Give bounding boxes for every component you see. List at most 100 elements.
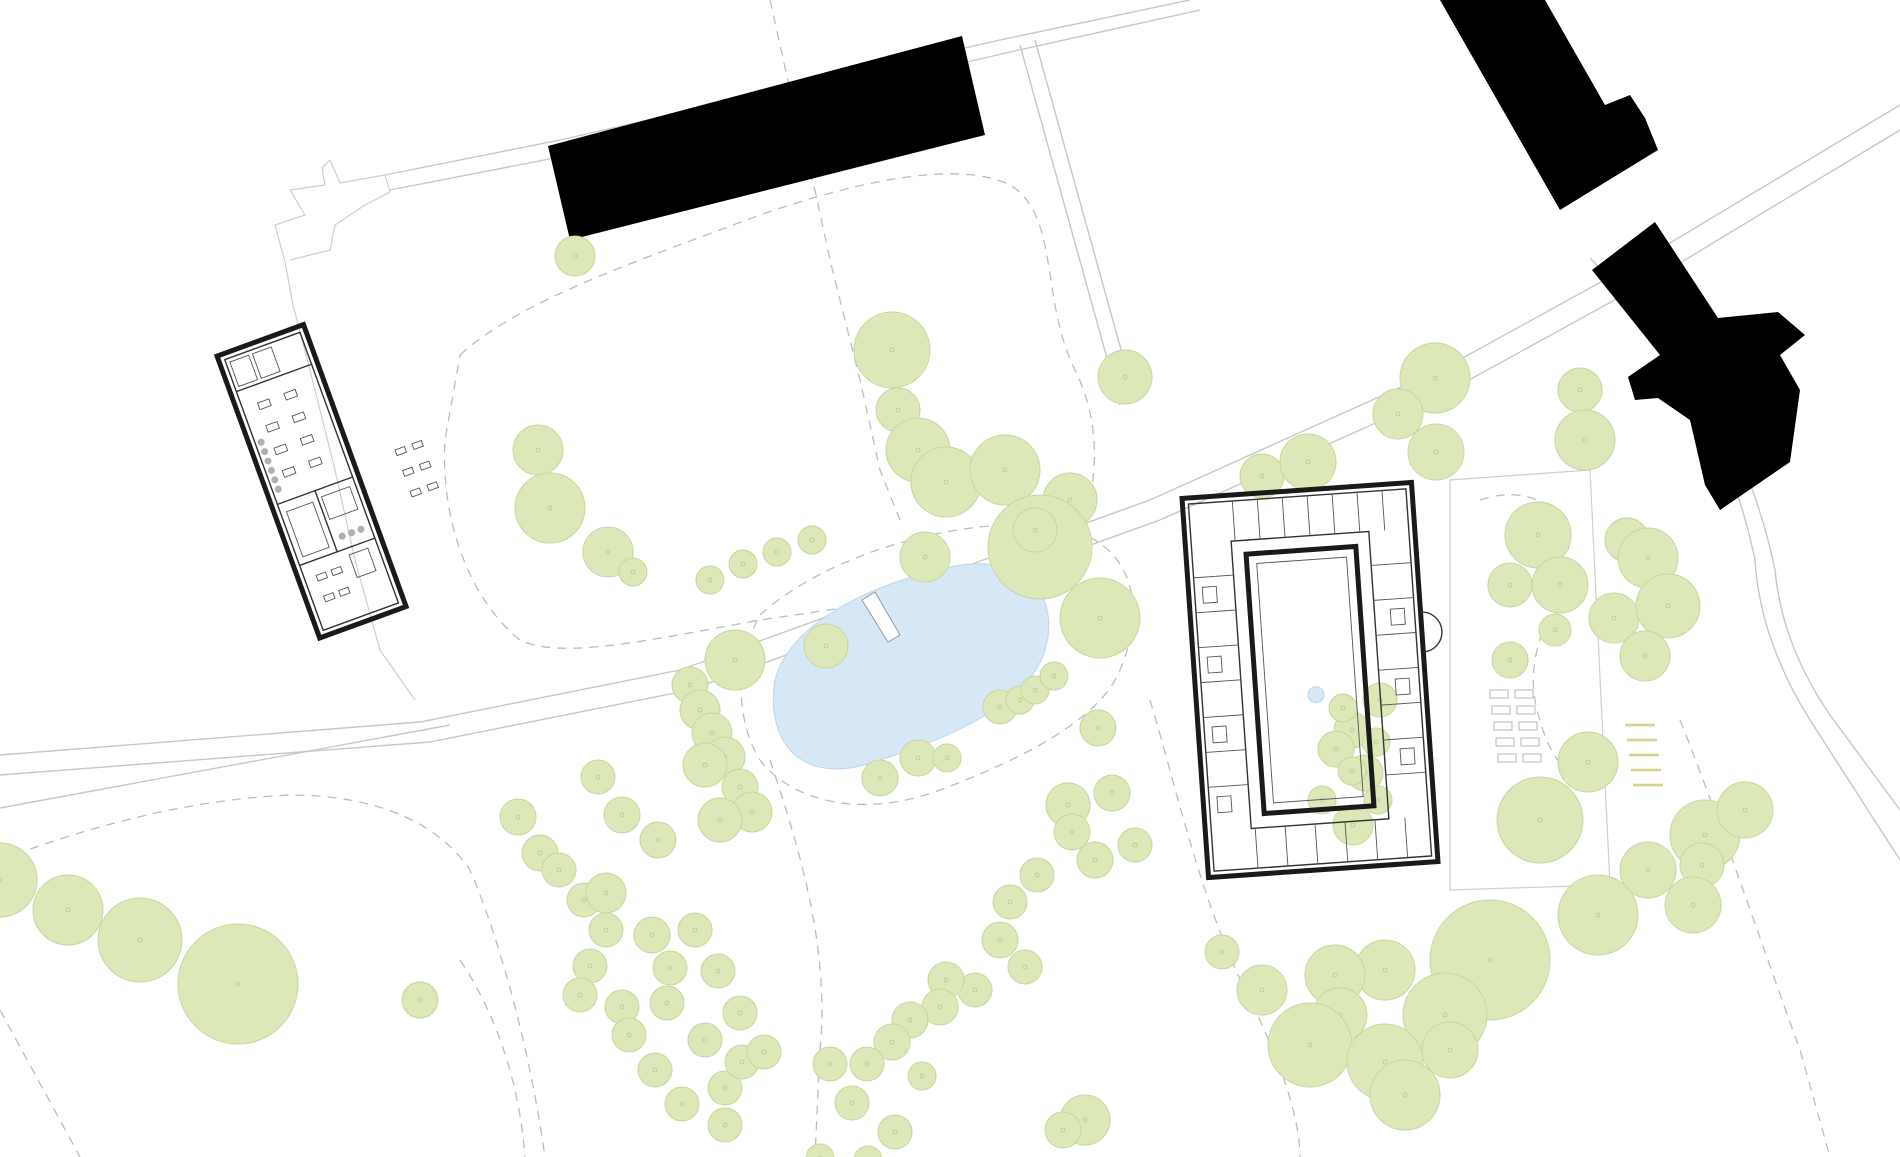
- tree-trunk-mark: [572, 253, 578, 259]
- tree-trunk-mark: [1051, 673, 1057, 679]
- tree-trunk-mark: [619, 812, 625, 818]
- tree-trunk-mark: [667, 965, 673, 971]
- parcels: [274, 158, 1611, 891]
- tree-canopy: [899, 531, 951, 583]
- tree-trunk-mark: [915, 755, 921, 761]
- tree-canopy: [1635, 573, 1701, 639]
- tree-trunk-mark: [709, 730, 715, 736]
- courtyard-building: [1179, 479, 1443, 881]
- tree-trunk-mark: [65, 907, 71, 913]
- tree-trunk-mark: [737, 784, 743, 790]
- tree-canopy: [1487, 562, 1533, 608]
- tree-canopy: [97, 897, 183, 983]
- tree-trunk-mark: [1487, 957, 1493, 963]
- tree-trunk-mark: [1595, 912, 1601, 918]
- tree-trunk-mark: [1699, 862, 1705, 868]
- tree-trunk-mark: [761, 1049, 767, 1055]
- tree-trunk-mark: [1742, 807, 1748, 813]
- tree-trunk-mark: [997, 704, 1003, 710]
- tree-canopy: [1619, 841, 1677, 899]
- tree-canopy: [853, 1145, 883, 1157]
- tree-canopy: [514, 472, 586, 544]
- tree-trunk-mark: [877, 775, 883, 781]
- tree-trunk-mark: [1097, 615, 1103, 621]
- tree-canopy: [32, 874, 104, 946]
- tree-canopy: [677, 912, 713, 948]
- tree-trunk-mark: [649, 932, 655, 938]
- tree-canopy: [697, 797, 743, 843]
- tree-trunk-mark: [1642, 653, 1648, 659]
- tree-canopy: [1531, 556, 1589, 614]
- tree-canopy: [652, 950, 688, 986]
- tree-trunk-mark: [0, 877, 3, 883]
- tree-trunk-mark: [1122, 374, 1128, 380]
- tree-trunk-mark: [907, 1017, 913, 1023]
- north-wing-rooms: [1231, 490, 1386, 541]
- tree-trunk-mark: [1557, 582, 1563, 588]
- tree-trunk-mark: [1032, 527, 1038, 533]
- tree-canopy: [1059, 577, 1141, 659]
- tree-trunk-mark: [823, 643, 829, 649]
- tree-trunk-mark: [556, 867, 562, 873]
- tree-trunk-mark: [937, 1004, 943, 1010]
- tree-canopy: [1012, 507, 1058, 553]
- tree-canopy: [618, 557, 648, 587]
- tree-trunk-mark: [655, 837, 661, 843]
- west-pavilion-partition-1: [236, 363, 312, 393]
- tree-canopy: [1328, 693, 1358, 723]
- tree-trunk-mark: [1069, 829, 1075, 835]
- tree-canopy: [611, 1017, 647, 1053]
- tree-canopy: [853, 311, 931, 389]
- tree-canopy: [1337, 756, 1367, 786]
- tree-trunk-mark: [892, 1129, 898, 1135]
- tree-canopy: [1007, 949, 1043, 985]
- tree-trunk-mark: [1333, 746, 1339, 752]
- tree-canopy: [861, 759, 899, 797]
- tree-trunk-mark: [1433, 449, 1439, 455]
- tree-trunk-mark: [515, 814, 521, 820]
- courtyard-fountain: [1307, 686, 1325, 704]
- tree-trunk-mark: [1349, 727, 1355, 733]
- tree-trunk-mark: [740, 561, 746, 567]
- west-pavilion-partition-4: [314, 490, 338, 553]
- tree-trunk-mark: [922, 554, 928, 560]
- tree-trunk-mark: [1219, 949, 1225, 955]
- tree-trunk-mark: [1307, 1042, 1313, 1048]
- tree-trunk-mark: [1082, 1117, 1088, 1123]
- tree-trunk-mark: [1340, 705, 1346, 711]
- tree-canopy: [907, 1061, 937, 1091]
- tree-trunk-mark: [1349, 768, 1355, 774]
- tree-canopy: [682, 742, 728, 788]
- tree-canopy: [1716, 781, 1774, 839]
- tree-trunk-mark: [1535, 532, 1541, 538]
- tree-trunk-mark: [626, 1032, 632, 1038]
- tree-trunk-mark: [587, 963, 593, 969]
- north-side-street-a: [1019, 44, 1121, 406]
- tree-canopy: [722, 995, 758, 1031]
- south-wing-rooms: [1254, 817, 1409, 869]
- tree-canopy: [633, 916, 671, 954]
- tree-trunk-mark: [1665, 603, 1671, 609]
- trees: [0, 235, 1774, 1157]
- tree-canopy: [1557, 874, 1639, 956]
- tree-trunk-mark: [697, 707, 703, 713]
- tree-trunk-mark: [707, 577, 713, 583]
- tree-canopy: [981, 921, 1019, 959]
- tree-trunk-mark: [889, 347, 895, 353]
- tree-trunk-mark: [1067, 497, 1073, 503]
- courtyard-building-corridor-frame: [1230, 530, 1390, 830]
- tree-trunk-mark: [1402, 1092, 1408, 1098]
- tree-trunk-mark: [1092, 857, 1098, 863]
- tree-trunk-mark: [1305, 459, 1311, 465]
- west-pavilion: [213, 321, 410, 642]
- tree-trunk-mark: [915, 447, 921, 453]
- west-wing-rooms: [1193, 574, 1249, 814]
- tree-canopy: [649, 985, 685, 1021]
- existing-buildings: [548, 0, 1805, 510]
- tree-canopy: [637, 1052, 673, 1088]
- tree-canopy: [1619, 630, 1671, 682]
- garden-benches: [1489, 689, 1542, 763]
- tree-canopy: [1093, 774, 1131, 812]
- tree-trunk-mark: [1432, 375, 1438, 381]
- tree-canopy: [512, 424, 564, 476]
